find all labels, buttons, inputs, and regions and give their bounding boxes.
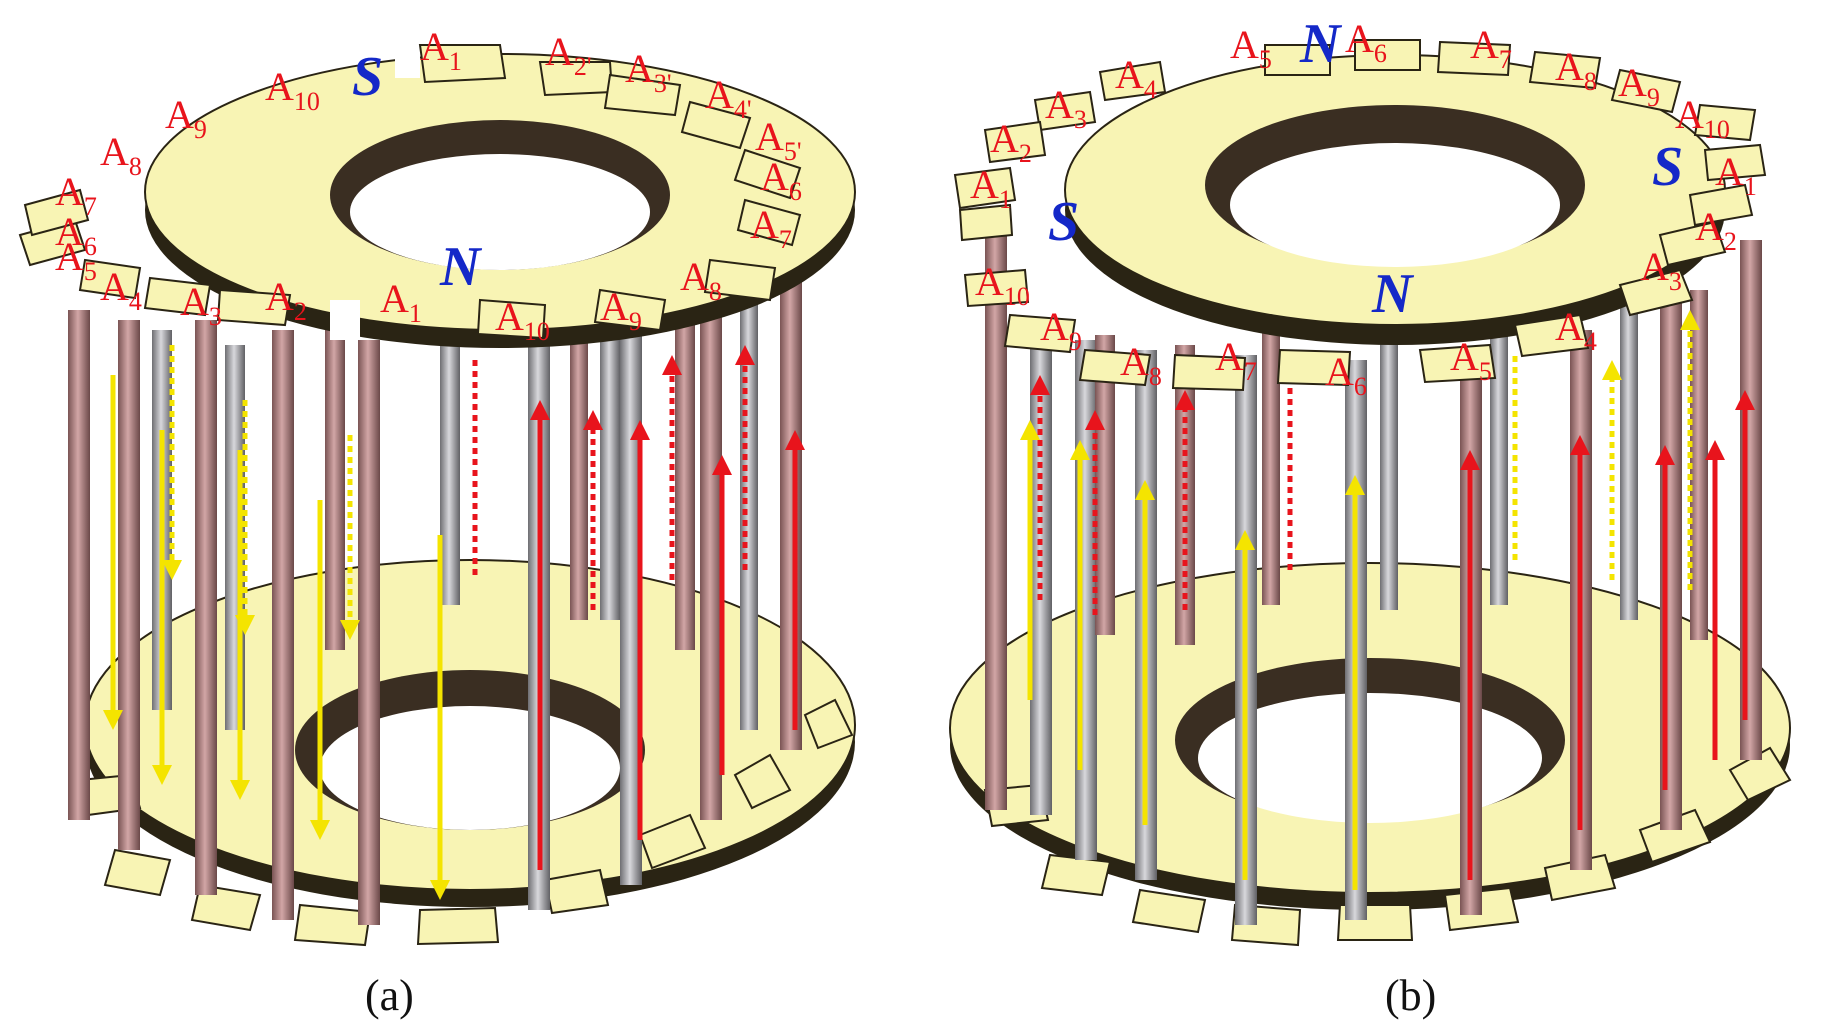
tab-label: A2: [990, 116, 1032, 168]
pole-label: N: [1299, 13, 1343, 75]
tab-label: A9: [1618, 60, 1660, 112]
tab-labels-b: A4 A5 A6 A7 A8 A9 A10 A3 A2 A1 A1 A2 A3 …: [970, 16, 1757, 401]
tab-label: A5: [1450, 334, 1492, 386]
pole-label: S: [1652, 136, 1683, 198]
tab-label: A9: [600, 284, 642, 336]
tab-label: A1: [380, 276, 422, 328]
tab-label: A10: [495, 294, 550, 346]
tab-label: A2: [1695, 204, 1737, 256]
pole-label: N: [1371, 263, 1415, 325]
tab-label: A1: [420, 24, 462, 76]
tab-label: A10: [975, 259, 1030, 311]
top-ring: [1064, 54, 1726, 345]
tab-label: A8: [680, 254, 722, 306]
current-arrows-a: [103, 345, 805, 900]
tab-label: A5: [55, 234, 97, 286]
tab-label: A6: [760, 154, 802, 206]
tab-label: A4: [100, 264, 142, 316]
tab-label: A1: [970, 162, 1012, 214]
tab-label: A10: [1675, 92, 1730, 144]
tab-label: A9: [165, 92, 207, 144]
pole-label: S: [1048, 191, 1079, 253]
tab-label: A5: [1230, 22, 1272, 74]
tab-label: A4: [1115, 52, 1157, 104]
panel-caption-b: (b): [1385, 971, 1436, 1020]
tab-label: A3: [180, 279, 222, 331]
tab-label: A2: [265, 274, 307, 326]
tab-labels-a: A1 A10 A9 A8 A7 A6 A5 A4 A3 A2 A1 A2' A3…: [55, 24, 802, 346]
tab-label: A7: [750, 202, 792, 254]
tab-label: A3: [1640, 244, 1682, 296]
top-ring: [144, 52, 856, 348]
tab-label: A2': [545, 29, 592, 81]
tab-label: A1: [1715, 149, 1757, 201]
pole-label: N: [439, 236, 483, 298]
pole-label: S: [352, 46, 383, 108]
rods-front: [68, 250, 802, 925]
tab-label: A10: [265, 64, 320, 116]
top-tabs: [18, 44, 802, 340]
tab-label: A6: [1325, 349, 1367, 401]
bottom-tabs: [78, 698, 854, 947]
panel-b: A4 A5 A6 A7 A8 A9 A10 A3 A2 A1 A1 A2 A3 …: [949, 13, 1792, 1020]
tab-label: A6: [1345, 16, 1387, 68]
tab-label: A7: [55, 169, 97, 221]
tab-label: A5': [755, 114, 802, 166]
tab-label: A7: [1215, 334, 1257, 386]
tab-label: A4': [705, 72, 752, 124]
tab-label: A3': [625, 46, 672, 98]
tab-label: A4: [1555, 304, 1597, 356]
panel-a: A1 A10 A9 A8 A7 A6 A5 A4 A3 A2 A1 A2' A3…: [18, 24, 856, 1020]
top-tabs: [953, 39, 1767, 392]
panel-caption-a: (a): [365, 971, 414, 1020]
tab-label: A6: [55, 209, 97, 261]
tab-label: A7: [1470, 22, 1512, 74]
tab-label: A8: [100, 129, 142, 181]
tab-label: A8: [1120, 339, 1162, 391]
tab-label: A9: [1040, 304, 1082, 356]
tab-label: A3: [1045, 82, 1087, 134]
tab-label: A8: [1555, 44, 1597, 96]
